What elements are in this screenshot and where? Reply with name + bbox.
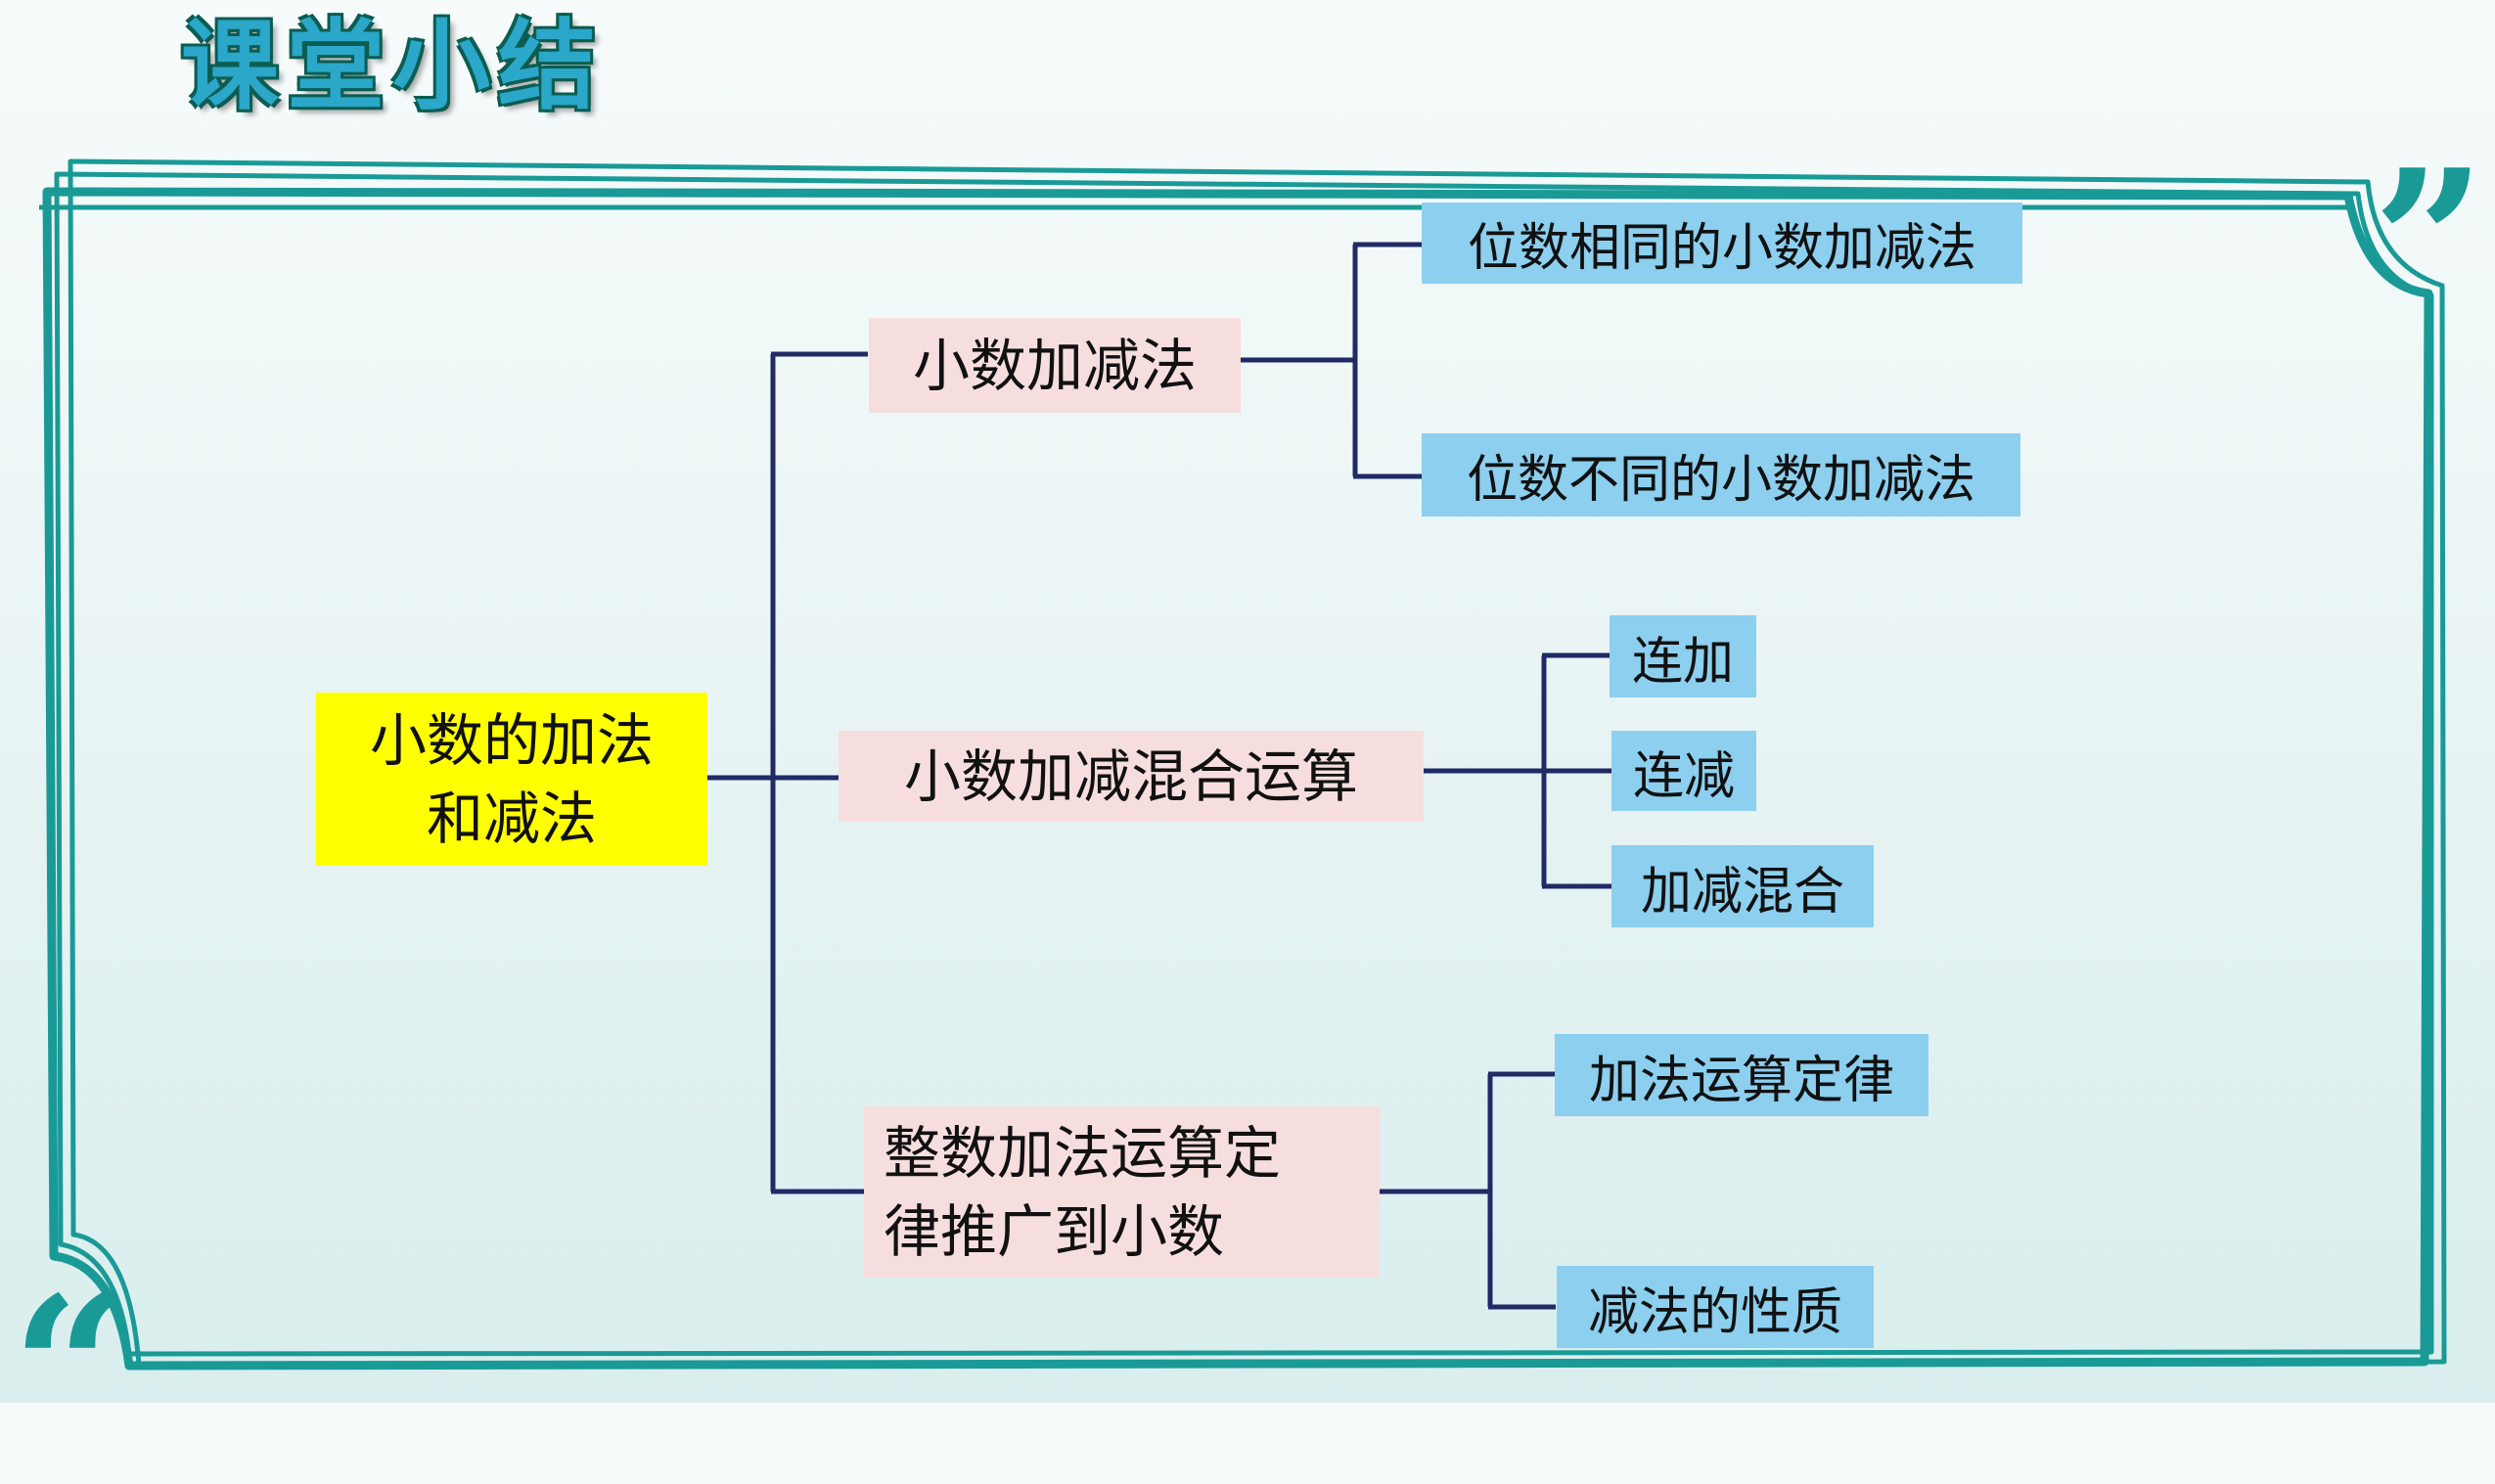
slide: 课堂小结 ” “ 小数的加法 和减法 小数加减法 小数加减混合运算 整数加法运算… <box>12 9 2486 1467</box>
root-node: 小数的加法 和减法 <box>316 693 707 866</box>
branch-node-mixed-operations: 小数加减混合运算 <box>839 731 1424 822</box>
branch-node-decimal-add-subtract: 小数加减法 <box>869 318 1241 413</box>
leaf-node-add-subtract-mixed: 加减混合 <box>1611 845 1874 927</box>
open-quote-icon: “ <box>12 1254 125 1484</box>
leaf-node-addition-laws: 加法运算定律 <box>1555 1034 1928 1116</box>
close-quote-icon: ” <box>2373 127 2486 357</box>
leaf-node-subtraction-properties: 减法的性质 <box>1557 1266 1874 1348</box>
leaf-node-consecutive-subtract: 连减 <box>1611 731 1756 811</box>
tree-connectors <box>706 242 1611 1310</box>
slide-title: 课堂小结 <box>181 9 604 123</box>
frame-and-connectors <box>39 158 2447 1371</box>
frame-border-inner <box>42 187 2433 1371</box>
leaf-node-same-digits: 位数相同的小数加减法 <box>1422 202 2022 284</box>
branch-node-integer-laws: 整数加法运算定 律推广到小数 <box>864 1106 1380 1278</box>
leaf-node-consecutive-add: 连加 <box>1610 615 1756 697</box>
leaf-node-different-digits: 位数不同的小数加减法 <box>1422 433 2020 517</box>
frame-border-middle <box>54 171 2434 1357</box>
